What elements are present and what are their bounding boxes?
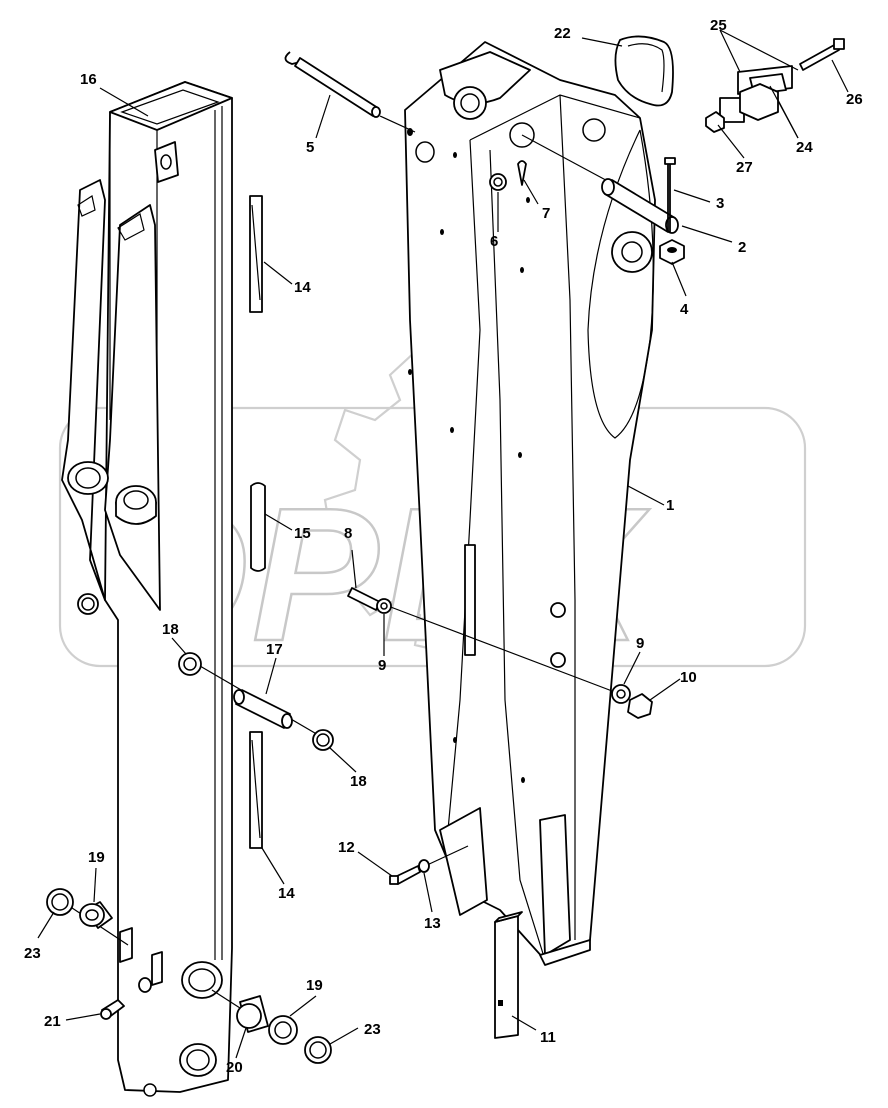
nut-part-4: [659, 239, 685, 265]
callout-26: 26: [846, 91, 863, 108]
callout-22: 22: [554, 25, 571, 42]
callout-16: 16: [80, 71, 97, 88]
callout-21: 21: [44, 1013, 61, 1030]
callout-14-lower: 14: [278, 885, 295, 902]
bolt-part-26: [799, 38, 845, 71]
plate-part-11: [494, 911, 523, 1039]
callout-9-right: 9: [636, 635, 644, 652]
callout-27: 27: [736, 159, 753, 176]
wear-strip-part-14-lower: [249, 731, 263, 849]
callout-7: 7: [542, 205, 550, 222]
callout-3: 3: [716, 195, 724, 212]
callout-25: 25: [710, 17, 727, 34]
callout-9-left: 9: [378, 657, 386, 674]
callout-14-upper: 14: [294, 279, 311, 296]
callout-15: 15: [294, 525, 311, 542]
bolt-part-3: [664, 157, 676, 232]
callout-18-lower: 18: [350, 773, 367, 790]
callout-19-right: 19: [306, 977, 323, 994]
callout-labels: 1 2 3 4 5 6 7 8 9 9 10 11 12 13 14 14 15…: [24, 17, 863, 1076]
boom-part-1: [404, 41, 656, 966]
wear-strip-part-15: [250, 482, 266, 572]
callout-18-upper: 18: [162, 621, 179, 638]
callout-6: 6: [490, 233, 498, 250]
callout-17: 17: [266, 641, 283, 658]
washer-part-9-left: [376, 598, 392, 614]
callout-20: 20: [226, 1059, 243, 1076]
clip-part-22: [614, 35, 674, 107]
bolt-part-12: [389, 845, 469, 885]
callout-10: 10: [680, 669, 697, 686]
callout-23-right: 23: [364, 1021, 381, 1038]
callout-23-left: 23: [24, 945, 41, 962]
washer-part-9-right: [611, 684, 631, 704]
bushing-set-lower: [46, 888, 332, 1064]
callout-2: 2: [738, 239, 746, 256]
callout-4: 4: [680, 301, 689, 318]
callout-1: 1: [666, 497, 674, 514]
arm-part-16: [61, 81, 233, 1097]
callout-leaders: [37, 29, 849, 1059]
callout-12: 12: [338, 839, 355, 856]
nut-part-10: [627, 693, 653, 719]
pin-part-5: [284, 51, 416, 133]
grease-fitting-part-21: [100, 999, 125, 1020]
callout-13: 13: [424, 915, 441, 932]
washer-part-13: [418, 859, 430, 873]
callout-5: 5: [306, 139, 314, 156]
wear-strip-part-14-upper: [249, 195, 263, 313]
callout-24: 24: [796, 139, 813, 156]
callout-8: 8: [344, 525, 352, 542]
callout-11: 11: [540, 1029, 556, 1046]
cotter-pin-part-7: [517, 160, 527, 186]
bolt-part-8: [347, 587, 621, 695]
clamp-part-24-25: [719, 65, 793, 123]
washer-part-6: [489, 173, 507, 191]
pin-part-17: [178, 652, 334, 751]
callout-19-left: 19: [88, 849, 105, 866]
